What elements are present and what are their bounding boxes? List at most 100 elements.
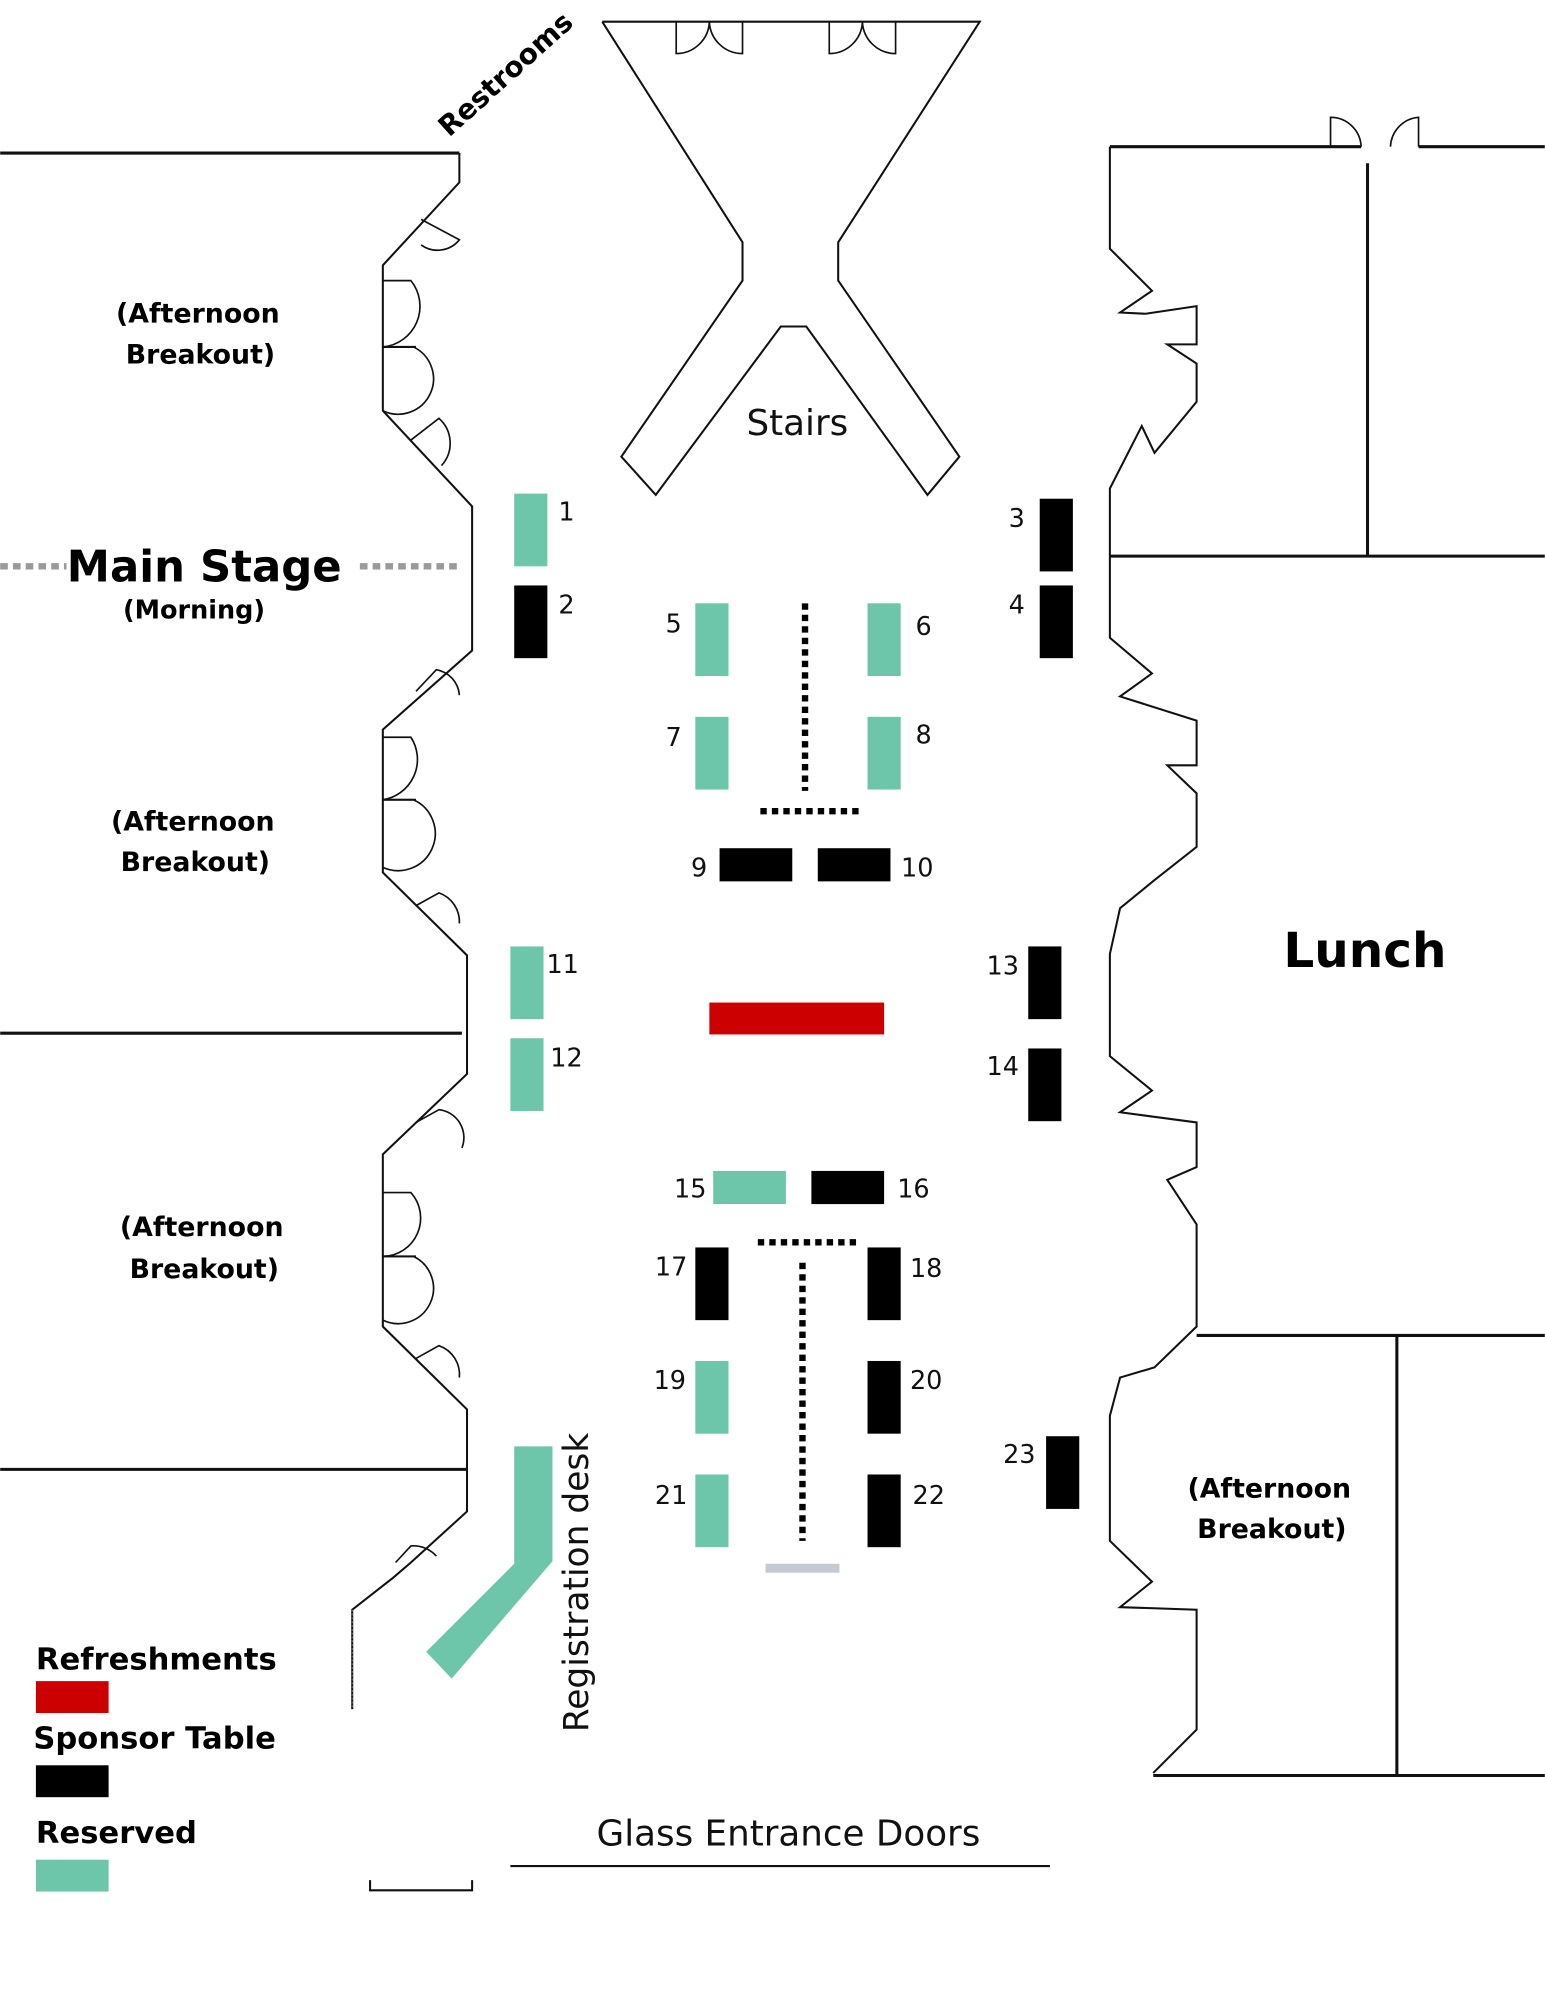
legend: Refreshments Sponsor Table Reserved bbox=[33, 1643, 277, 1892]
table-number-label: 2 bbox=[558, 591, 574, 621]
table-number-label: 14 bbox=[987, 1052, 1019, 1082]
glass-entrance-label: Glass Entrance Doors bbox=[597, 1814, 981, 1855]
breakout-label-1a: (Afternoon bbox=[116, 299, 280, 330]
table-17-sponsor[interactable] bbox=[695, 1247, 729, 1321]
door-icon bbox=[1329, 116, 1362, 147]
refreshments-table[interactable] bbox=[709, 1002, 885, 1035]
legend-label-reserved: Reserved bbox=[36, 1816, 197, 1851]
legend-swatch-reserved bbox=[35, 1859, 109, 1892]
table-18-sponsor[interactable] bbox=[867, 1247, 901, 1321]
table-16-sponsor[interactable] bbox=[811, 1170, 885, 1205]
table-20-sponsor[interactable] bbox=[867, 1360, 901, 1434]
wall-left-corridor bbox=[351, 153, 474, 1710]
registration-desk[interactable] bbox=[426, 1446, 553, 1679]
door-icon bbox=[420, 218, 461, 252]
table-number-label: 11 bbox=[546, 950, 578, 980]
table-number-label: 5 bbox=[666, 610, 682, 640]
door-icon bbox=[415, 1344, 461, 1378]
left-rooms-walls bbox=[0, 151, 474, 1892]
breakout-label-2b: Breakout) bbox=[121, 847, 270, 878]
breakout-label-2a: (Afternoon bbox=[111, 806, 275, 837]
table-11-reserved[interactable] bbox=[510, 946, 544, 1020]
table-12-reserved[interactable] bbox=[510, 1038, 544, 1111]
wall-right-corridor bbox=[1108, 146, 1198, 1774]
breakout-label-1b: Breakout) bbox=[126, 340, 275, 371]
breakout-label-3b: Breakout) bbox=[130, 1254, 279, 1285]
room-labels: (Afternoon Breakout) Main Stage (Morning… bbox=[0, 299, 1447, 1545]
door-icon bbox=[382, 346, 435, 416]
table-number-label: 15 bbox=[674, 1175, 706, 1205]
table-9-sponsor[interactable] bbox=[719, 848, 793, 882]
table-number-label: 19 bbox=[654, 1366, 686, 1396]
door-icon bbox=[382, 1191, 422, 1258]
table-number-label: 12 bbox=[550, 1043, 582, 1073]
door-icon bbox=[1389, 116, 1420, 147]
table-8-reserved[interactable] bbox=[867, 716, 901, 790]
table-number-label: 4 bbox=[1009, 591, 1025, 621]
table-number-label: 17 bbox=[655, 1253, 687, 1283]
table-number-label: 10 bbox=[901, 853, 933, 883]
door-icon bbox=[382, 1255, 435, 1325]
table-number-label: 1 bbox=[558, 497, 574, 527]
table-15-reserved[interactable] bbox=[713, 1170, 786, 1205]
stairs-outline bbox=[601, 20, 982, 497]
door-icon bbox=[828, 21, 897, 55]
door-icon bbox=[394, 1545, 438, 1564]
door-icon bbox=[675, 21, 744, 55]
table-number-label: 9 bbox=[691, 853, 707, 883]
table-number-label: 3 bbox=[1009, 504, 1025, 534]
table-3-sponsor[interactable] bbox=[1039, 498, 1073, 572]
door-icon bbox=[382, 736, 419, 801]
door-icon bbox=[382, 798, 437, 872]
door-icon bbox=[415, 668, 461, 696]
registration-desk-label: Registration desk bbox=[557, 1433, 597, 1732]
door-icon bbox=[415, 891, 461, 924]
door-icon bbox=[382, 279, 421, 348]
table-13-sponsor[interactable] bbox=[1028, 946, 1062, 1020]
table-number-label: 22 bbox=[913, 1481, 945, 1511]
table-number-label: 6 bbox=[916, 612, 932, 642]
breakout-label-3a: (Afternoon bbox=[120, 1212, 284, 1243]
breakout-label-4b: Breakout) bbox=[1197, 1514, 1346, 1545]
table-number-label: 21 bbox=[655, 1481, 687, 1511]
table-number-label: 13 bbox=[987, 951, 1019, 981]
door-icon bbox=[415, 1108, 465, 1149]
table-2-sponsor[interactable] bbox=[514, 585, 548, 659]
door-icon bbox=[410, 417, 451, 467]
table-22-sponsor[interactable] bbox=[867, 1474, 901, 1548]
main-stage-label: Main Stage bbox=[67, 543, 342, 593]
table-1-reserved[interactable] bbox=[514, 493, 548, 567]
lunch-label: Lunch bbox=[1283, 923, 1446, 979]
table-19-reserved[interactable] bbox=[695, 1360, 729, 1434]
table-number-label: 7 bbox=[666, 723, 682, 753]
table-10-sponsor[interactable] bbox=[817, 848, 891, 882]
stairs: Stairs bbox=[601, 20, 982, 497]
breakout-label-4a: (Afternoon bbox=[1187, 1473, 1351, 1504]
aisle-end-marker bbox=[765, 1563, 840, 1573]
bottom-bracket bbox=[369, 1880, 474, 1892]
table-number-label: 18 bbox=[910, 1254, 942, 1284]
main-stage-sublabel: (Morning) bbox=[123, 596, 265, 626]
restrooms-label: Restrooms bbox=[432, 5, 580, 143]
aisle-markers bbox=[757, 603, 860, 1573]
table-number-label: 8 bbox=[916, 721, 932, 751]
table-4-sponsor[interactable] bbox=[1039, 585, 1073, 659]
table-14-sponsor[interactable] bbox=[1028, 1048, 1062, 1122]
table-number-label: 16 bbox=[897, 1175, 929, 1205]
table-6-reserved[interactable] bbox=[867, 603, 901, 677]
legend-swatch-refreshments bbox=[35, 1681, 109, 1714]
legend-label-refreshments: Refreshments bbox=[36, 1643, 277, 1678]
table-21-reserved[interactable] bbox=[695, 1474, 729, 1548]
legend-swatch-sponsor bbox=[35, 1765, 109, 1798]
legend-label-sponsor: Sponsor Table bbox=[33, 1722, 276, 1757]
table-7-reserved[interactable] bbox=[695, 716, 729, 790]
stairs-label: Stairs bbox=[746, 403, 848, 444]
doors-left bbox=[382, 218, 465, 1564]
table-number-label: 20 bbox=[910, 1366, 942, 1396]
table-5-reserved[interactable] bbox=[695, 603, 729, 677]
table-number-label: 23 bbox=[1003, 1440, 1035, 1470]
table-23-sponsor[interactable] bbox=[1046, 1436, 1080, 1509]
right-rooms-walls bbox=[1108, 116, 1545, 1778]
